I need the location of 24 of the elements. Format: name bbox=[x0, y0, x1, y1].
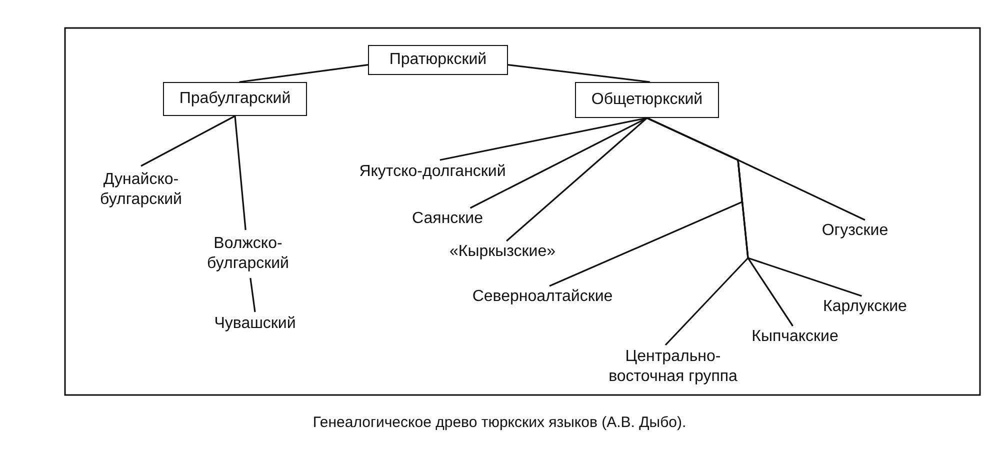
language-label: «Кыркызские» bbox=[435, 241, 570, 263]
language-label: Центрально- восточная группа bbox=[598, 345, 748, 389]
tree-branch-line bbox=[239, 64, 368, 83]
language-label: Карлукские bbox=[810, 296, 920, 318]
language-label: Якутско-долганский bbox=[340, 160, 525, 184]
language-box: Пратюркский bbox=[368, 45, 508, 75]
language-box: Общетюркский bbox=[575, 82, 719, 118]
tree-branch-line bbox=[140, 115, 236, 167]
language-label: Саянские bbox=[400, 208, 495, 230]
tree-branch-line bbox=[646, 117, 862, 297]
tree-branch-line bbox=[234, 116, 246, 230]
tree-branch-line bbox=[508, 64, 650, 83]
tree-branch-line bbox=[470, 117, 648, 209]
language-label: Дунайско- булгарский bbox=[85, 166, 197, 214]
language-label: Чувашский bbox=[200, 312, 310, 336]
tree-branch-line bbox=[440, 117, 648, 161]
figure-caption: Генеалогическое древо тюркских языков (А.В. Дыбо). bbox=[312, 414, 688, 431]
language-box: Прабулгарский bbox=[163, 82, 307, 116]
tree-branch-line bbox=[506, 117, 648, 242]
language-label: Северноалтайские bbox=[455, 286, 630, 308]
language-label: Волжско- булгарский bbox=[188, 230, 308, 278]
tree-branch-line bbox=[250, 278, 256, 312]
language-label: Огузские bbox=[805, 220, 905, 242]
language-label: Кыпчакские bbox=[740, 326, 850, 348]
